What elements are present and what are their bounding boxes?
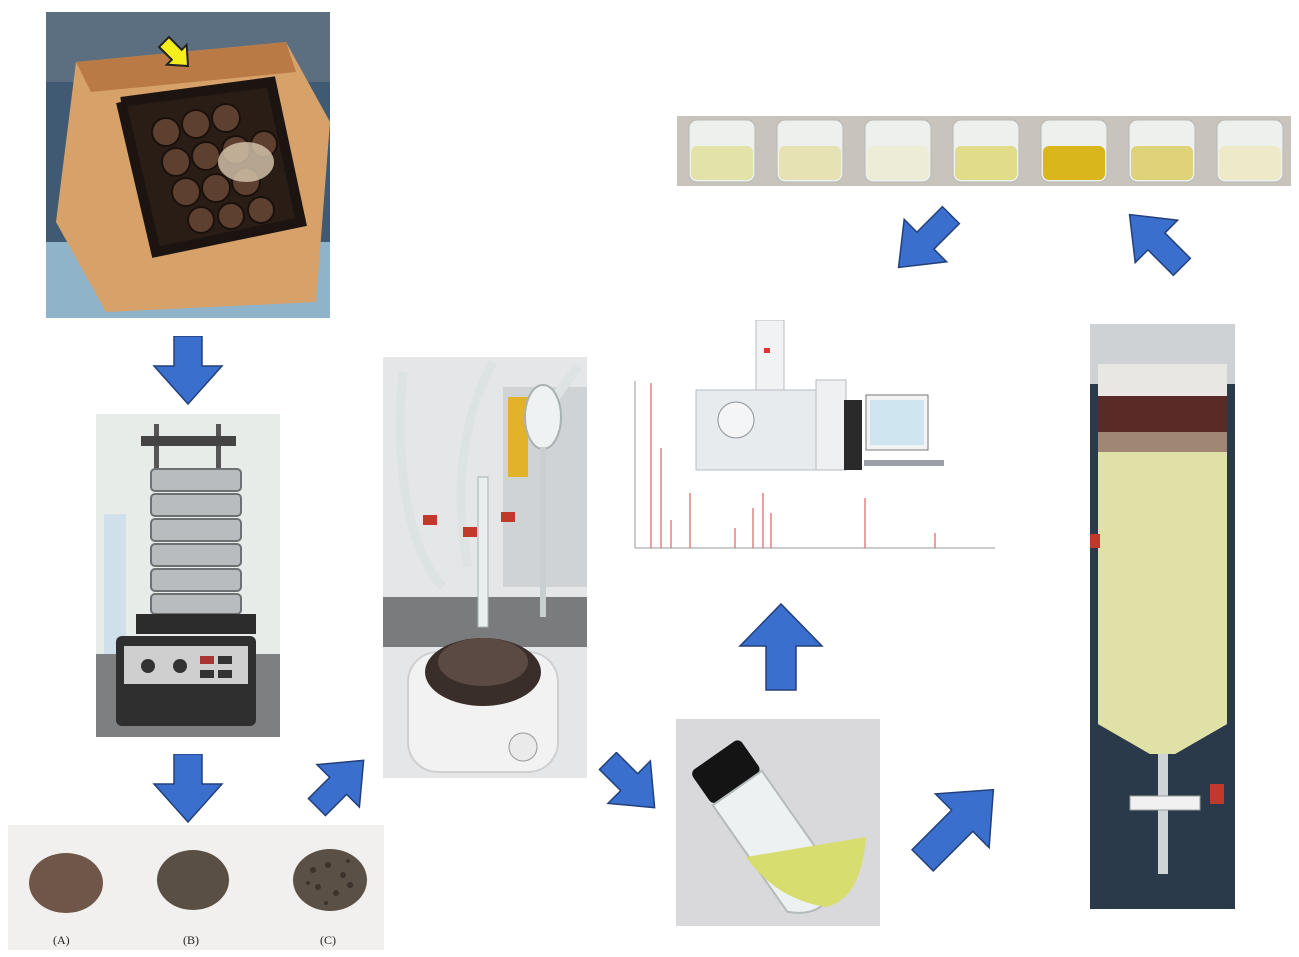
arrow-vial-to-column xyxy=(910,788,995,873)
sample-label-c: (C) xyxy=(320,933,336,947)
arrow-samples-to-extraction xyxy=(307,759,365,817)
arrow-fractions-to-gcms xyxy=(897,205,961,269)
fraction-vial-liquid xyxy=(867,146,929,180)
arrow-vial-to-gcms xyxy=(738,602,824,691)
sample-c-granules xyxy=(293,849,367,911)
sample-label-b: (B) xyxy=(183,933,199,947)
yellow-pointer-arrow xyxy=(157,35,190,68)
arrow-hive-to-shaker xyxy=(152,336,224,406)
beehive-propolis-photo xyxy=(46,12,330,318)
fraction-vial-liquid xyxy=(1219,146,1281,180)
arrow-column-to-fractions xyxy=(1128,213,1192,277)
ground-samples-photo: (A) (B) (C) xyxy=(8,825,384,950)
sample-b-powder xyxy=(157,850,229,910)
arrow-extraction-to-vial xyxy=(598,752,656,809)
extraction-apparatus-photo xyxy=(383,357,587,778)
fraction-vial-liquid xyxy=(1131,146,1193,180)
fraction-vial-liquid xyxy=(779,146,841,180)
gc-ms-chromatogram xyxy=(615,373,1000,560)
sieve-shaker-photo xyxy=(96,414,280,737)
chromatography-column-photo xyxy=(1090,324,1235,909)
arrow-shaker-to-samples xyxy=(152,754,224,824)
fraction-vial-liquid xyxy=(1043,146,1105,180)
fraction-vial-liquid xyxy=(955,146,1017,180)
fraction-vial-liquid xyxy=(691,146,753,180)
sample-label-a: (A) xyxy=(53,933,70,947)
gc-ms-instrument-image xyxy=(686,320,946,482)
sample-a-powder xyxy=(29,853,103,913)
extract-vial-photo xyxy=(676,719,880,926)
fraction-vials-photo xyxy=(677,116,1291,186)
